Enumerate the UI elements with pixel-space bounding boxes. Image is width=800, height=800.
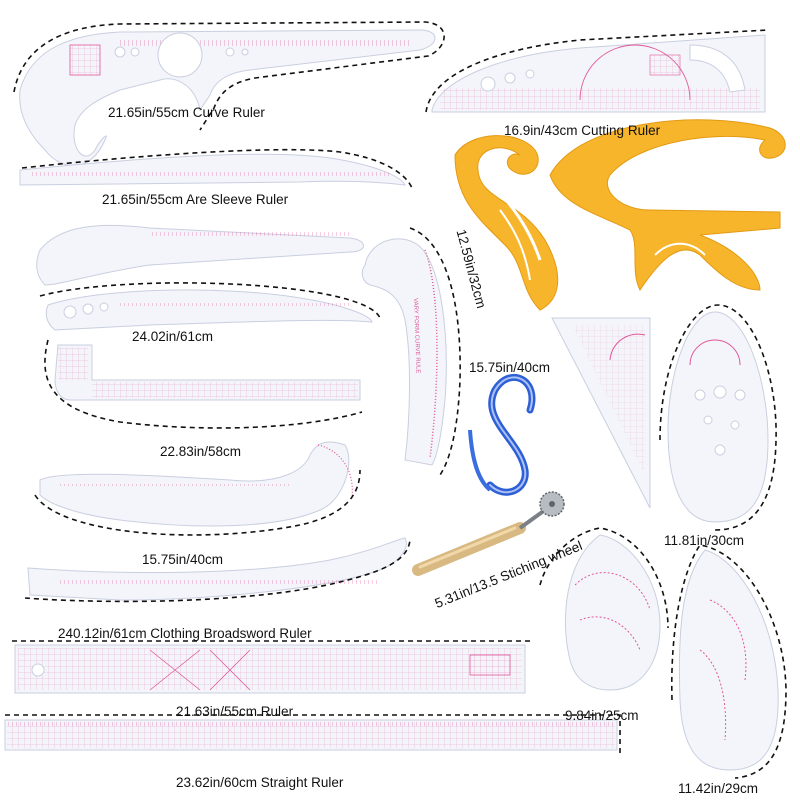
bottom-curve-ruler-outline <box>24 539 411 603</box>
curve-ruler-outline <box>13 21 445 131</box>
label-teardrop-25: 9.84in/25cm <box>565 708 639 723</box>
triangle-ruler <box>551 317 651 509</box>
arc-sleeve-ruler <box>19 153 406 186</box>
hip-curve-ruler <box>39 441 353 527</box>
armhole-ruler-29cm <box>678 549 779 771</box>
label-sleeve-ruler: 21.65in/55cm Are Sleeve Ruler <box>102 192 289 207</box>
stitching-wheel <box>412 491 565 576</box>
teardrop-ruler-30cm <box>667 311 769 523</box>
vary-form-curve-ruler <box>361 238 447 466</box>
cutting-ruler <box>431 34 766 113</box>
label-cutting-ruler: 16.9in/43cm Cutting Ruler <box>504 123 661 138</box>
french-curve-right <box>549 119 786 291</box>
bottom-curve-ruler <box>27 537 407 601</box>
straight-ruler <box>4 719 618 751</box>
french-curve-left <box>454 135 559 311</box>
arc-sleeve-ruler-outline <box>21 148 413 189</box>
label-broadsword-ruler: 240.12in/61cm Clothing Broadsword Ruler <box>58 626 312 641</box>
label-armhole-29: 11.42in/29cm <box>678 781 759 796</box>
armhole-ruler-29cm-outline <box>670 544 787 779</box>
cutting-ruler-outline <box>425 29 769 113</box>
label-ruler-55: 21.63in/55cm Ruler <box>176 704 294 719</box>
label-hip-curve: 15.75in/40cm <box>142 552 224 567</box>
label-flexible-curve: 15.75in/40cm <box>469 360 551 375</box>
straight-ruler-outline <box>5 714 621 755</box>
label-straight-ruler: 23.62in/60cm Straight Ruler <box>176 775 344 790</box>
ruler-61cm <box>45 289 373 331</box>
long-curve-ruler <box>36 224 364 286</box>
ruler-61cm-outline <box>39 282 381 319</box>
flexible-curve-ruler <box>468 374 536 496</box>
label-l-square: 22.83in/58cm <box>160 444 242 459</box>
label-triangle-teardrop: 11.81in/30cm <box>664 533 745 548</box>
label-curve-ruler: 21.65in/55cm Curve Ruler <box>108 105 265 120</box>
teardrop-ruler-30cm-outline <box>659 304 777 531</box>
teardrop-ruler-25cm-outline <box>539 527 669 629</box>
teardrop-ruler-25cm <box>564 534 661 691</box>
l-square-ruler-outline <box>44 339 363 429</box>
curve-ruler <box>19 29 436 167</box>
vary-form-curve-ruler-outline <box>409 227 461 476</box>
broadsword-ruler <box>14 644 526 694</box>
label-curve-61: 24.02in/61cm <box>132 329 214 344</box>
l-square-ruler <box>54 344 361 401</box>
